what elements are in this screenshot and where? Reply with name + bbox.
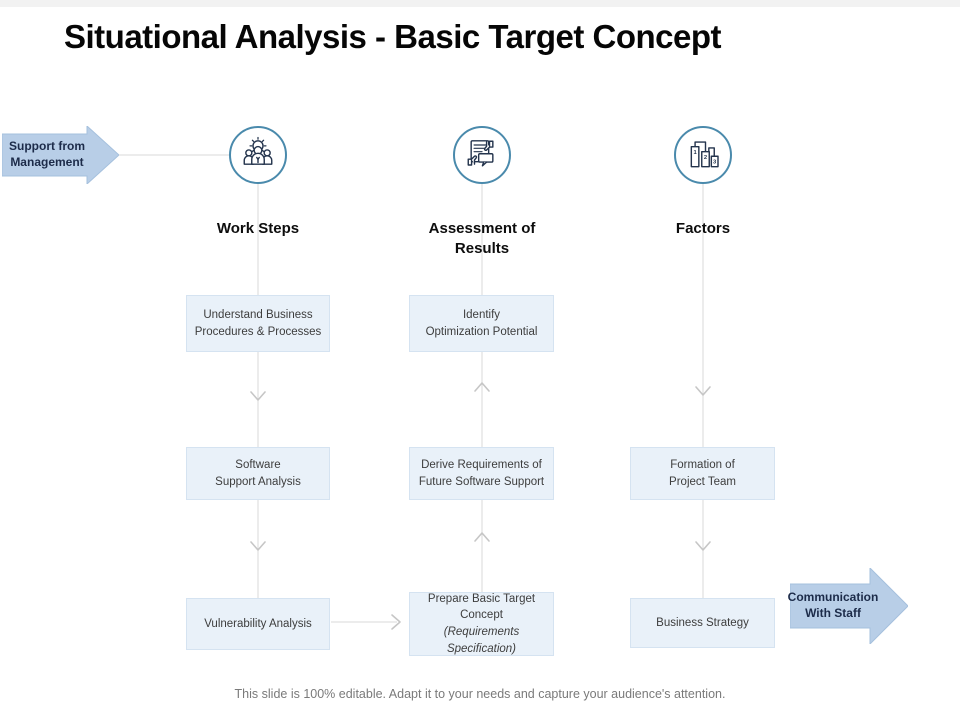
svg-text:3: 3 bbox=[713, 159, 717, 165]
process-box-label: Prepare Basic Target Concept bbox=[427, 592, 536, 622]
process-box-label: Vulnerability Analysis bbox=[204, 617, 312, 630]
down-arrowhead bbox=[695, 541, 711, 551]
process-box-label: Understand Business Procedures & Process… bbox=[194, 308, 322, 338]
support-from-management-arrow[interactable]: Support from Management bbox=[1, 124, 120, 186]
process-box-label: Software Support Analysis bbox=[215, 458, 301, 488]
assessment-icon-circle[interactable] bbox=[453, 126, 511, 184]
process-box-business-strategy[interactable]: Business Strategy bbox=[630, 598, 775, 648]
down-arrowhead bbox=[695, 386, 711, 396]
process-box-identify-optimization-potential[interactable]: Identify Optimization Potential bbox=[409, 295, 554, 352]
column-header-factors: Factors bbox=[675, 220, 731, 237]
page-title: Situational Analysis - Basic Target Conc… bbox=[64, 18, 721, 55]
document-feedback-icon bbox=[467, 140, 494, 167]
right-arrowhead bbox=[391, 614, 401, 630]
svg-text:2: 2 bbox=[704, 155, 708, 161]
right-pointing-arrow-shape bbox=[789, 566, 909, 646]
process-box-software-support-analysis[interactable]: Software Support Analysis bbox=[186, 447, 330, 500]
communication-with-staff-arrow[interactable]: Communication With Staff bbox=[787, 566, 909, 646]
up-arrowhead bbox=[474, 532, 490, 542]
top-edge-strip bbox=[0, 0, 960, 7]
down-arrowhead bbox=[250, 391, 266, 401]
support-from-management-label: Support from Management bbox=[9, 139, 85, 169]
column-header-assessment-of-results: Assessment of Results bbox=[428, 220, 536, 257]
process-box-understand-business[interactable]: Understand Business Procedures & Process… bbox=[186, 295, 330, 352]
process-box-label: Formation of Project Team bbox=[669, 458, 736, 488]
right-pointing-arrow-shape bbox=[1, 124, 120, 186]
process-box-derive-requirements[interactable]: Derive Requirements of Future Software S… bbox=[409, 447, 554, 500]
communication-with-staff-label: Communication With Staff bbox=[787, 590, 879, 620]
footer-note: This slide is 100% editable. Adapt it to… bbox=[234, 687, 726, 701]
process-box-formation-of-project-team[interactable]: Formation of Project Team bbox=[630, 447, 775, 500]
process-box-sublabel: (Requirements Specification) bbox=[443, 626, 520, 655]
column-header-work-steps: Work Steps bbox=[216, 220, 300, 237]
work-steps-icon-circle[interactable] bbox=[229, 126, 287, 184]
process-box-label: Identify Optimization Potential bbox=[425, 308, 538, 338]
process-box-label: Derive Requirements of Future Software S… bbox=[418, 458, 545, 488]
up-arrowhead bbox=[474, 382, 490, 392]
process-box-prepare-basic-target-concept[interactable]: Prepare Basic Target Concept (Requiremen… bbox=[409, 592, 554, 656]
factors-icon-circle[interactable]: 1 2 3 bbox=[674, 126, 732, 184]
team-gear-icon bbox=[243, 136, 273, 165]
svg-text:1: 1 bbox=[693, 150, 697, 156]
down-arrowhead bbox=[250, 541, 266, 551]
process-box-vulnerability-analysis[interactable]: Vulnerability Analysis bbox=[186, 598, 330, 650]
process-box-label: Business Strategy bbox=[656, 616, 749, 629]
ranking-bars-icon: 1 2 3 bbox=[690, 141, 719, 168]
